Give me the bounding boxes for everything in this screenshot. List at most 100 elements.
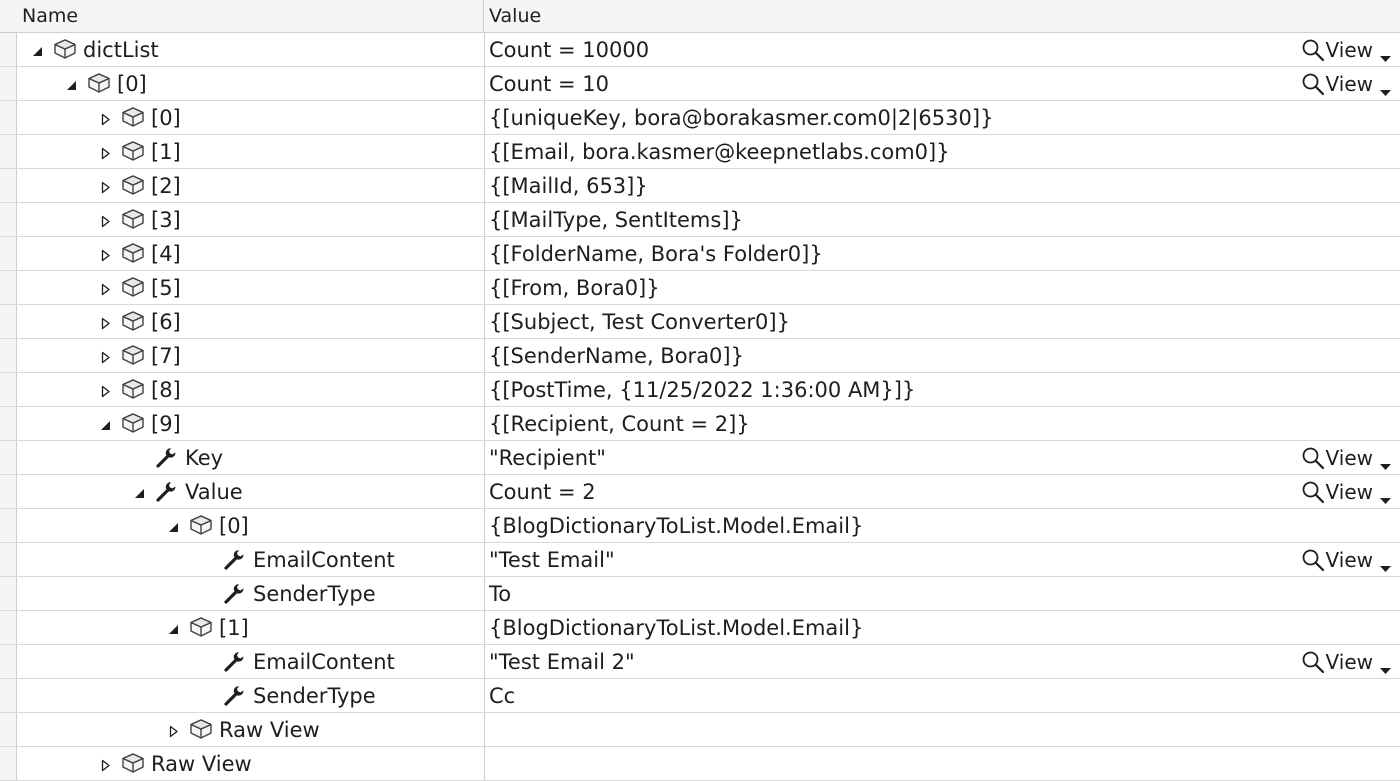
watch-row[interactable]: [6]{[Subject, Test Converter0]} <box>0 305 1400 339</box>
value-column-header[interactable]: Value <box>489 5 542 27</box>
expanded-arrow-icon[interactable] <box>65 77 78 90</box>
expanded-arrow-icon[interactable] <box>133 485 146 498</box>
name-cell[interactable]: [1] <box>17 135 485 168</box>
collapsed-arrow-icon[interactable] <box>99 281 112 296</box>
name-cell[interactable]: [0] <box>17 101 485 134</box>
value-cell[interactable]: {[SenderName, Bora0]} <box>485 339 1400 372</box>
name-cell[interactable]: SenderType <box>17 577 485 610</box>
watch-row[interactable]: [8]{[PostTime, {11/25/2022 1:36:00 AM}]} <box>0 373 1400 407</box>
view-visualizer-button[interactable]: View <box>1301 650 1392 674</box>
name-cell[interactable]: Key <box>17 441 485 474</box>
watch-row[interactable]: [0] {[uniqueKey, bora@borakasmer.com0|2|6… <box>0 101 1400 135</box>
value-cell[interactable]: {[PostTime, {11/25/2022 1:36:00 AM}]} <box>485 373 1400 406</box>
value-cell[interactable]: Count = 10 View <box>485 67 1400 100</box>
value-cell[interactable]: {[MailType, SentItems]} <box>485 203 1400 236</box>
value-cell[interactable]: {[uniqueKey, bora@borakasmer.com0|2|6530… <box>485 101 1400 134</box>
watch-row[interactable]: [0]{BlogDictionaryToList.Model.Email} <box>0 509 1400 543</box>
view-visualizer-button[interactable]: View <box>1301 38 1392 62</box>
expanded-arrow-icon[interactable] <box>167 519 180 532</box>
value-cell[interactable]: {[From, Bora0]} <box>485 271 1400 304</box>
name-cell[interactable]: [0] <box>17 67 485 100</box>
name-cell[interactable]: [2] <box>17 169 485 202</box>
view-visualizer-button[interactable]: View <box>1301 446 1392 470</box>
name-cell[interactable]: [8] <box>17 373 485 406</box>
row-name: [4] <box>151 242 181 266</box>
name-cell[interactable]: EmailContent <box>17 645 485 678</box>
collapsed-arrow-icon[interactable] <box>99 383 112 398</box>
name-cell[interactable]: Raw View <box>17 747 485 780</box>
collapsed-arrow-icon[interactable] <box>99 111 112 126</box>
watch-row[interactable]: [1]{[Email, bora.kasmer@keepnetlabs.com0… <box>0 135 1400 169</box>
view-visualizer-button[interactable]: View <box>1301 548 1392 572</box>
dropdown-caret-icon[interactable] <box>1379 453 1392 470</box>
expanded-arrow-icon[interactable] <box>99 417 112 430</box>
dropdown-caret-icon[interactable] <box>1379 45 1392 62</box>
name-column-header[interactable]: Name <box>0 0 484 32</box>
value-cell[interactable]: {BlogDictionaryToList.Model.Email} <box>485 611 1400 644</box>
watch-row[interactable]: [5]{[From, Bora0]} <box>0 271 1400 305</box>
row-name: [0] <box>151 106 181 130</box>
value-cell[interactable] <box>485 747 1400 780</box>
name-cell[interactable]: SenderType <box>17 679 485 712</box>
watch-row[interactable]: [9]{[Recipient, Count = 2]} <box>0 407 1400 441</box>
value-cell[interactable] <box>485 713 1400 746</box>
watch-row[interactable]: [7]{[SenderName, Bora0]} <box>0 339 1400 373</box>
name-cell[interactable]: [4] <box>17 237 485 270</box>
watch-row[interactable]: Raw View <box>0 747 1400 781</box>
collapsed-arrow-icon[interactable] <box>99 315 112 330</box>
name-cell[interactable]: [6] <box>17 305 485 338</box>
collapsed-arrow-icon[interactable] <box>99 247 112 262</box>
name-cell[interactable]: [3] <box>17 203 485 236</box>
collapsed-arrow-icon[interactable] <box>99 145 112 160</box>
value-cell[interactable]: "Recipient"View <box>485 441 1400 474</box>
name-cell[interactable]: [5] <box>17 271 485 304</box>
watch-row[interactable]: Raw View <box>0 713 1400 747</box>
value-cell[interactable]: "Test Email"View <box>485 543 1400 576</box>
watch-row[interactable]: [0]Count = 10 View <box>0 67 1400 101</box>
watch-row[interactable]: EmailContent"Test Email"View <box>0 543 1400 577</box>
row-value: Count = 10 <box>489 72 610 96</box>
value-cell[interactable]: {BlogDictionaryToList.Model.Email} <box>485 509 1400 542</box>
dropdown-caret-icon[interactable] <box>1379 657 1392 674</box>
collapsed-arrow-icon[interactable] <box>99 349 112 364</box>
watch-row[interactable]: Key"Recipient"View <box>0 441 1400 475</box>
name-cell[interactable]: [1] <box>17 611 485 644</box>
expanded-arrow-icon[interactable] <box>167 621 180 634</box>
name-cell[interactable]: dictList <box>17 33 485 66</box>
value-cell[interactable]: {[Subject, Test Converter0]} <box>485 305 1400 338</box>
watch-row[interactable]: [1]{BlogDictionaryToList.Model.Email} <box>0 611 1400 645</box>
watch-row[interactable]: EmailContent"Test Email 2"View <box>0 645 1400 679</box>
collapsed-arrow-icon[interactable] <box>167 723 180 738</box>
name-cell[interactable]: Value <box>17 475 485 508</box>
view-visualizer-button[interactable]: View <box>1301 72 1392 96</box>
name-cell[interactable]: [0] <box>17 509 485 542</box>
name-cell[interactable]: Raw View <box>17 713 485 746</box>
collapsed-arrow-icon[interactable] <box>99 757 112 772</box>
value-cell[interactable]: {[Recipient, Count = 2]} <box>485 407 1400 440</box>
value-cell[interactable]: {[MailId, 653]} <box>485 169 1400 202</box>
value-cell[interactable]: {[FolderName, Bora's Folder0]} <box>485 237 1400 270</box>
dropdown-caret-icon[interactable] <box>1379 79 1392 96</box>
value-cell[interactable]: To <box>485 577 1400 610</box>
value-cell[interactable]: "Test Email 2"View <box>485 645 1400 678</box>
collapsed-arrow-icon[interactable] <box>99 213 112 228</box>
view-visualizer-button[interactable]: View <box>1301 480 1392 504</box>
watch-row[interactable]: [3]{[MailType, SentItems]} <box>0 203 1400 237</box>
watch-row[interactable]: [4] {[FolderName, Bora's Folder0]} <box>0 237 1400 271</box>
value-cell[interactable]: {[Email, bora.kasmer@keepnetlabs.com0]} <box>485 135 1400 168</box>
value-cell[interactable]: Cc <box>485 679 1400 712</box>
name-cell[interactable]: [9] <box>17 407 485 440</box>
dropdown-caret-icon[interactable] <box>1379 555 1392 572</box>
expanded-arrow-icon[interactable] <box>31 43 44 56</box>
name-cell[interactable]: EmailContent <box>17 543 485 576</box>
watch-row[interactable]: [2]{[MailId, 653]} <box>0 169 1400 203</box>
name-cell[interactable]: [7] <box>17 339 485 372</box>
collapsed-arrow-icon[interactable] <box>99 179 112 194</box>
dropdown-caret-icon[interactable] <box>1379 487 1392 504</box>
